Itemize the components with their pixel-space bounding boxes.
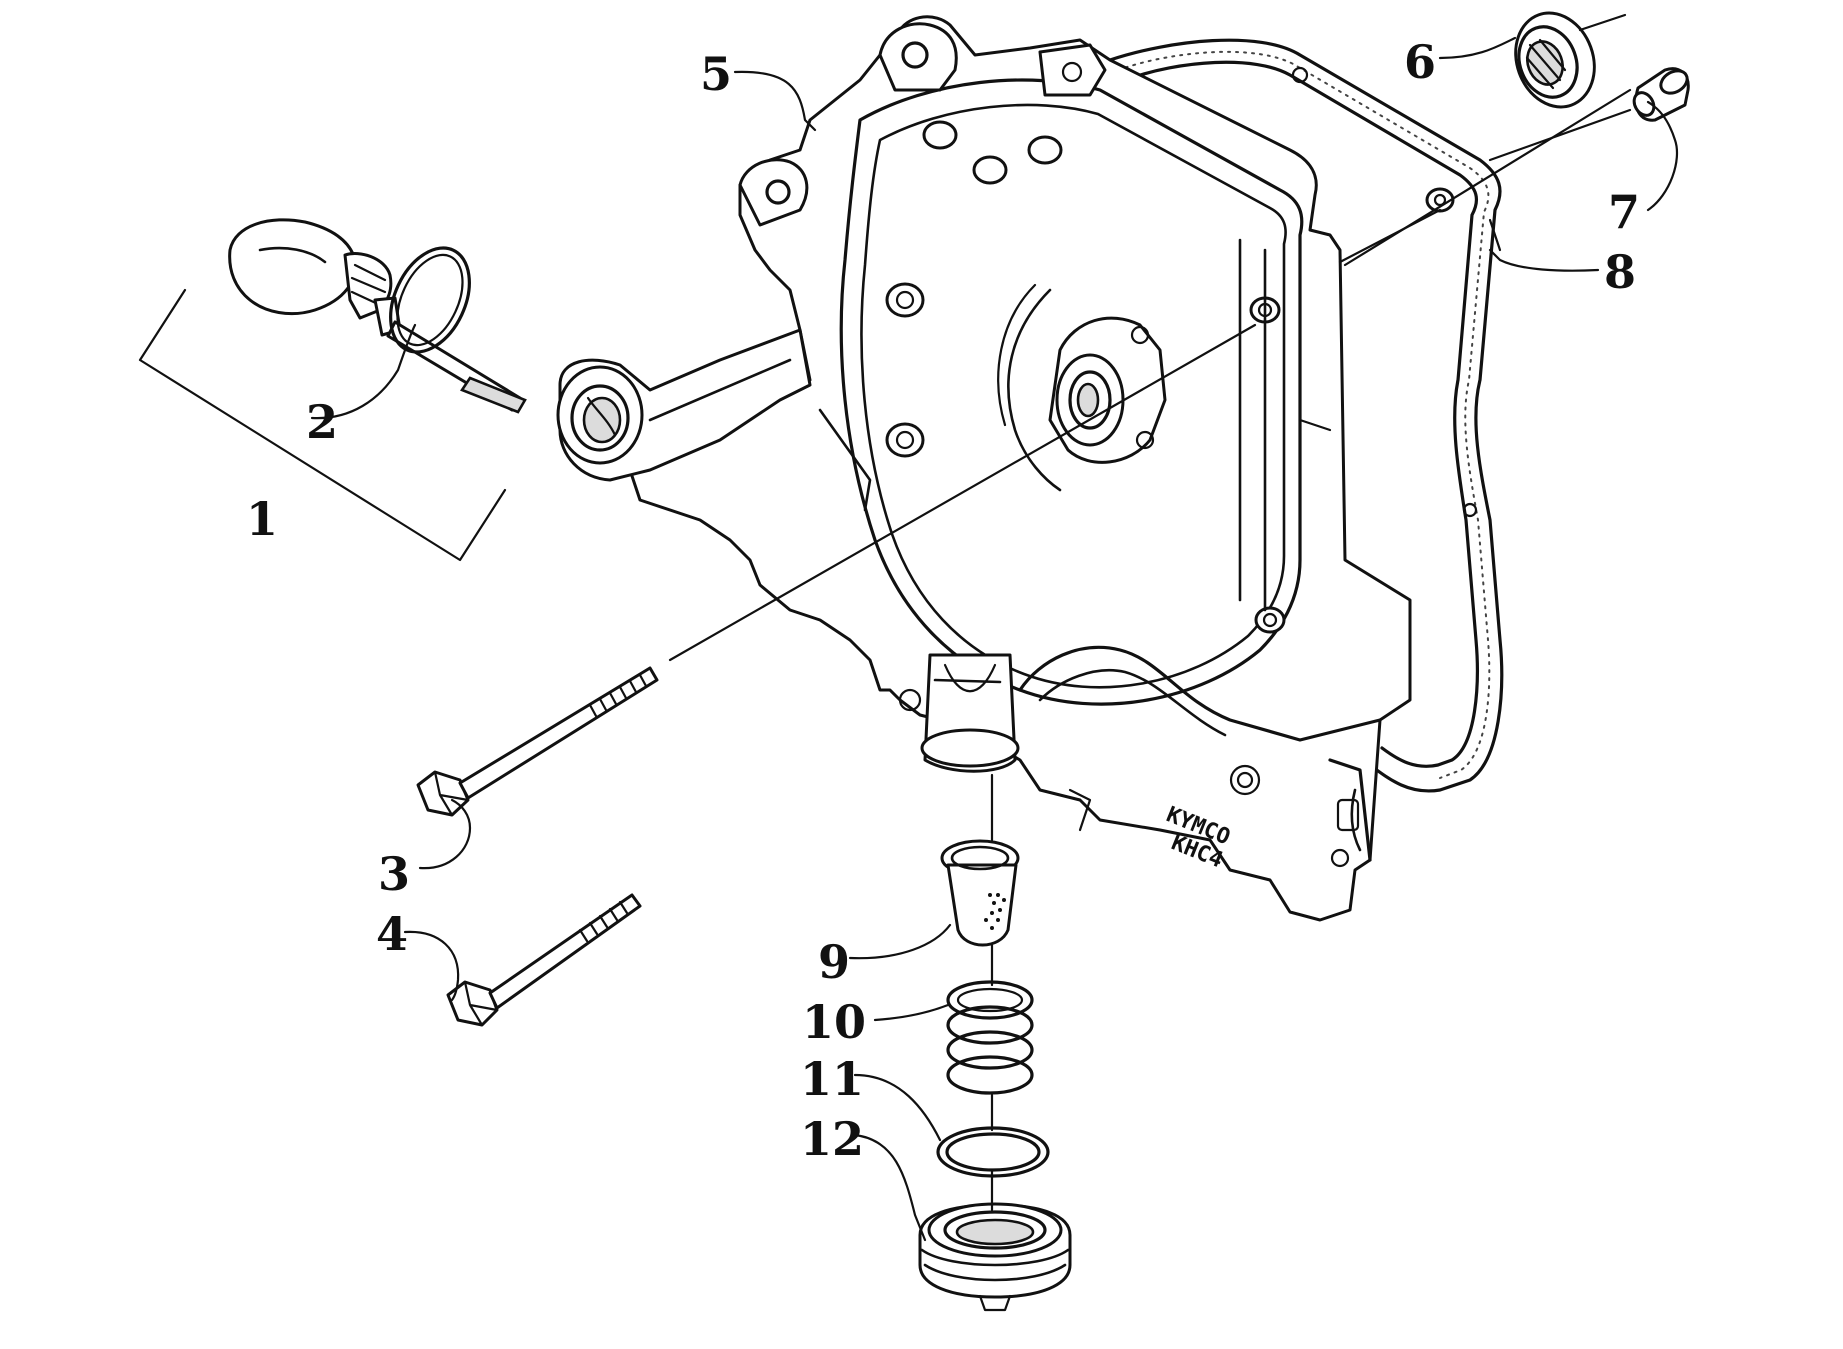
callout-7: 7 — [1608, 185, 1640, 239]
crankcase-cover-part: KYMCO KHC4 — [556, 15, 1455, 922]
callout-4: 4 — [376, 907, 408, 961]
spring-part — [946, 980, 1034, 1095]
drain-oring-part — [936, 1126, 1050, 1178]
bolt-long-part — [416, 666, 659, 817]
strainer-mesh — [984, 893, 1006, 930]
callout-3: 3 — [378, 847, 410, 901]
callout-9: 9 — [818, 935, 850, 989]
oil-dipstick-part — [228, 218, 527, 414]
callout-11: 11 — [800, 1052, 864, 1106]
oil-seal-part — [1514, 11, 1596, 109]
callout-5: 5 — [700, 47, 732, 101]
callout-2: 2 — [306, 395, 338, 449]
drain-plug-part — [918, 1202, 1072, 1312]
bolt-short-part — [446, 893, 642, 1027]
gasket-part — [1108, 38, 1504, 793]
strainer-part — [940, 839, 1020, 947]
callout-10: 10 — [802, 995, 866, 1049]
dowel-pin-part — [1632, 67, 1690, 122]
callout-8: 8 — [1604, 245, 1636, 299]
assembly-bracket — [138, 288, 507, 562]
assembly-lines — [668, 13, 1632, 1212]
oring-part — [389, 246, 471, 354]
callout-12: 12 — [800, 1112, 864, 1166]
callout-labels: 1 2 3 4 5 6 7 8 9 10 11 12 — [246, 35, 1640, 1166]
callout-1: 1 — [246, 492, 278, 546]
callout-6: 6 — [1404, 35, 1436, 89]
callout-leaders — [310, 36, 1679, 1242]
